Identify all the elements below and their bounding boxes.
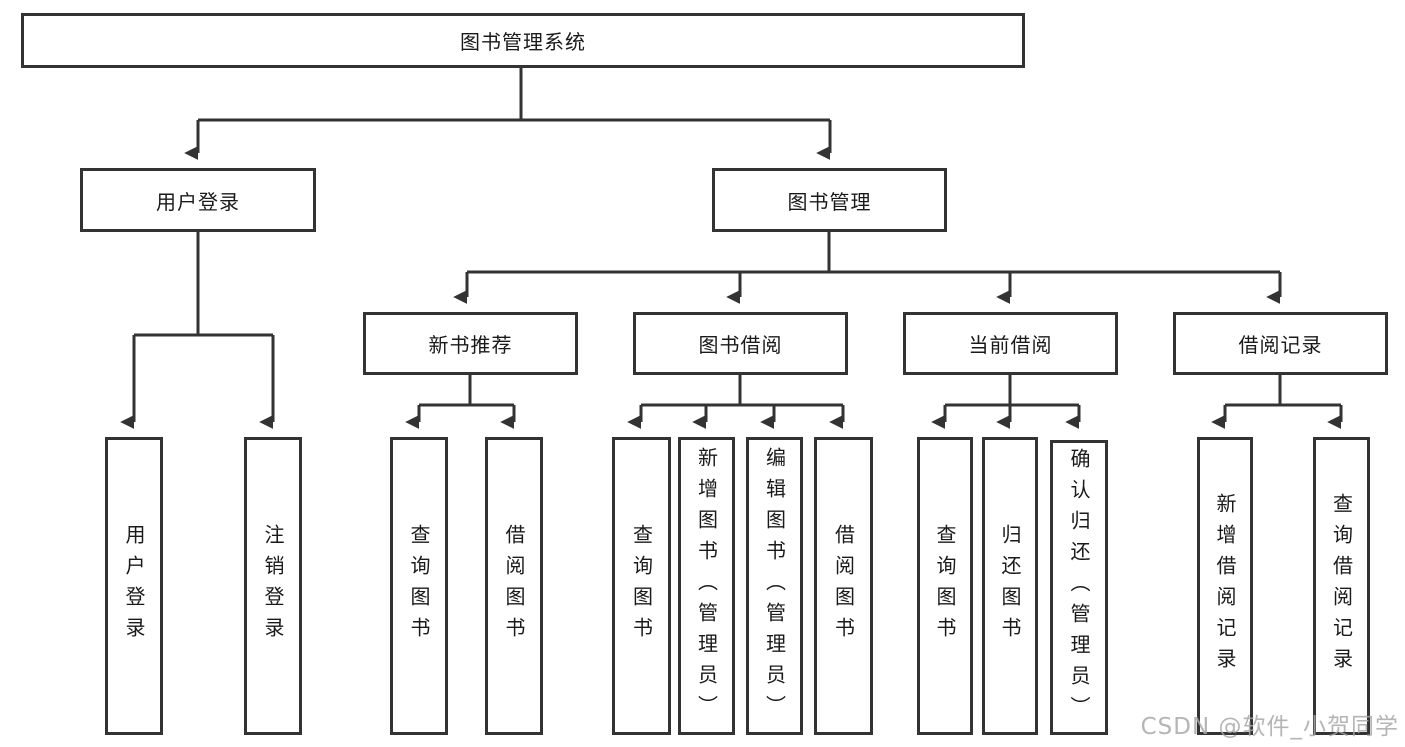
node-user-login: 用户登录 bbox=[80, 168, 316, 232]
node-root-library-system: 图书管理系统 bbox=[21, 13, 1025, 68]
leaf-borrow-books: 借阅图书 bbox=[814, 437, 873, 735]
leaf-add-borrow-record: 新增借阅记录 bbox=[1197, 437, 1253, 735]
leaf-query-books-borrow-label: 查询图书 bbox=[629, 524, 654, 648]
leaf-borrow-books-recommend: 借阅图书 bbox=[485, 437, 543, 735]
leaf-query-books-borrow: 查询图书 bbox=[612, 437, 671, 735]
leaf-add-borrow-record-label: 新增借阅记录 bbox=[1213, 493, 1237, 679]
leaf-return-book-label: 归还图书 bbox=[998, 524, 1022, 648]
leaf-return-book: 归还图书 bbox=[982, 437, 1038, 735]
leaf-user-login: 用户登录 bbox=[105, 437, 163, 735]
leaf-edit-book-admin: 编辑图书（管理员） bbox=[746, 437, 803, 735]
node-book-management: 图书管理 bbox=[712, 168, 947, 232]
leaf-user-login-label: 用户登录 bbox=[122, 524, 146, 648]
node-book-borrow: 图书借阅 bbox=[633, 312, 848, 375]
leaf-borrow-books-label: 借阅图书 bbox=[831, 524, 856, 648]
leaf-query-books-current: 查询图书 bbox=[917, 437, 973, 735]
leaf-query-borrow-record: 查询借阅记录 bbox=[1313, 437, 1370, 735]
leaf-borrow-books-recommend-label: 借阅图书 bbox=[502, 524, 526, 648]
leaf-confirm-return-admin-label: 确认归还（管理员） bbox=[1067, 448, 1091, 727]
leaf-add-book-admin: 新增图书（管理员） bbox=[678, 437, 735, 735]
leaf-add-book-admin-label: 新增图书（管理员） bbox=[694, 446, 719, 726]
leaf-edit-book-admin-label: 编辑图书（管理员） bbox=[762, 446, 787, 726]
node-borrow-records: 借阅记录 bbox=[1173, 312, 1388, 375]
leaf-query-borrow-record-label: 查询借阅记录 bbox=[1329, 493, 1354, 679]
leaf-confirm-return-admin: 确认归还（管理员） bbox=[1050, 440, 1108, 735]
node-current-borrow: 当前借阅 bbox=[903, 312, 1118, 375]
leaf-query-books-recommend-label: 查询图书 bbox=[407, 524, 431, 648]
node-new-book-recommend: 新书推荐 bbox=[363, 312, 578, 375]
leaf-query-books-current-label: 查询图书 bbox=[933, 524, 957, 648]
leaf-logout-label: 注销登录 bbox=[261, 524, 285, 648]
leaf-logout: 注销登录 bbox=[244, 437, 302, 735]
leaf-query-books-recommend: 查询图书 bbox=[390, 437, 448, 735]
